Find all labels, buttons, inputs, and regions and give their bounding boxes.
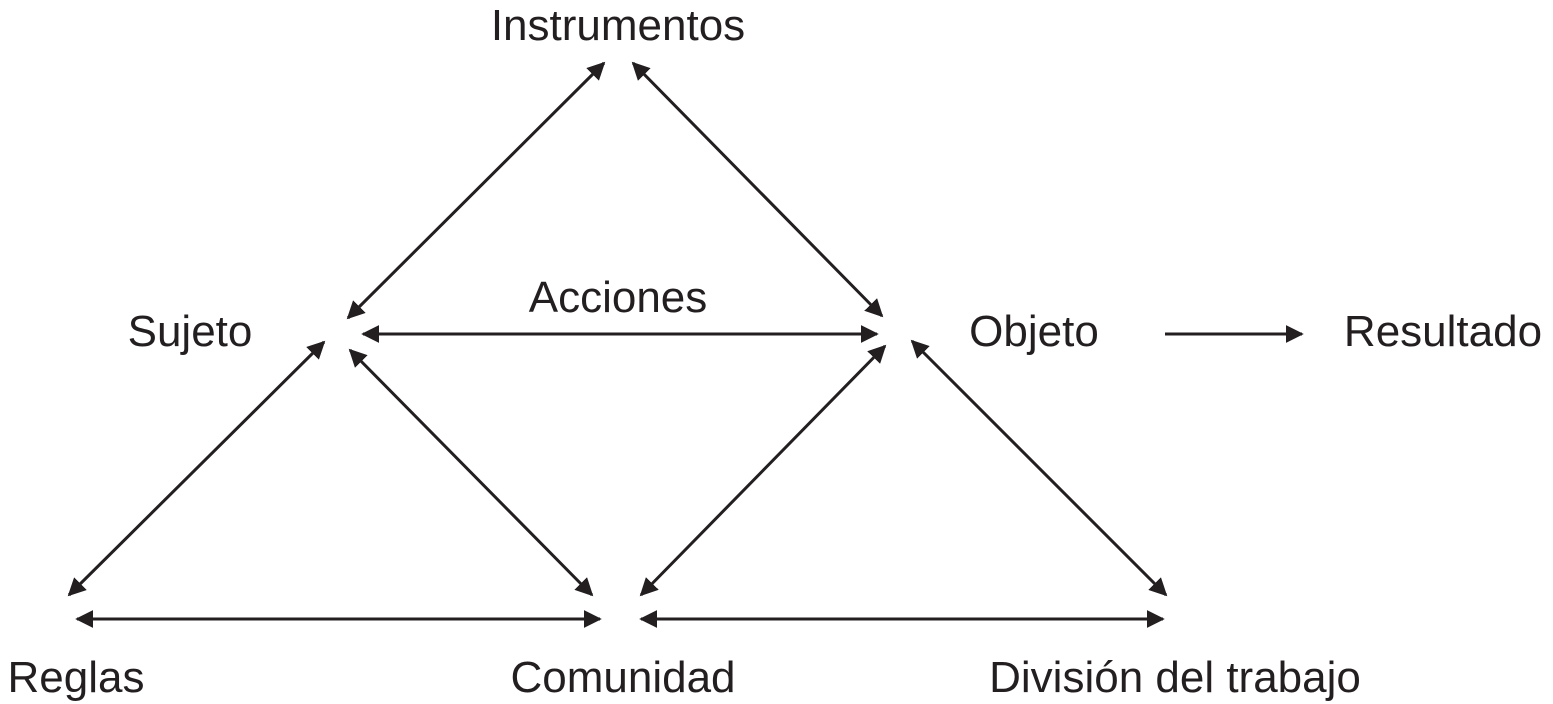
edge-objeto-comunidad <box>639 344 887 597</box>
node-comunidad: Comunidad <box>510 653 735 702</box>
edge-sujeto-comunidad <box>348 348 594 597</box>
node-reglas: Reglas <box>8 653 145 702</box>
edge-objeto-division <box>910 339 1168 597</box>
node-instrumentos: Instrumentos <box>491 1 745 50</box>
node-sujeto: Sujeto <box>128 307 253 356</box>
node-objeto: Objeto <box>969 307 1099 356</box>
node-division-del-trabajo: División del trabajo <box>989 653 1361 702</box>
edge-label-acciones: Acciones <box>529 273 708 322</box>
edge-sujeto-instrumentos <box>346 61 606 320</box>
node-resultado: Resultado <box>1344 307 1542 356</box>
edge-sujeto-reglas <box>67 340 326 597</box>
edge-instrumentos-objeto <box>631 61 884 318</box>
